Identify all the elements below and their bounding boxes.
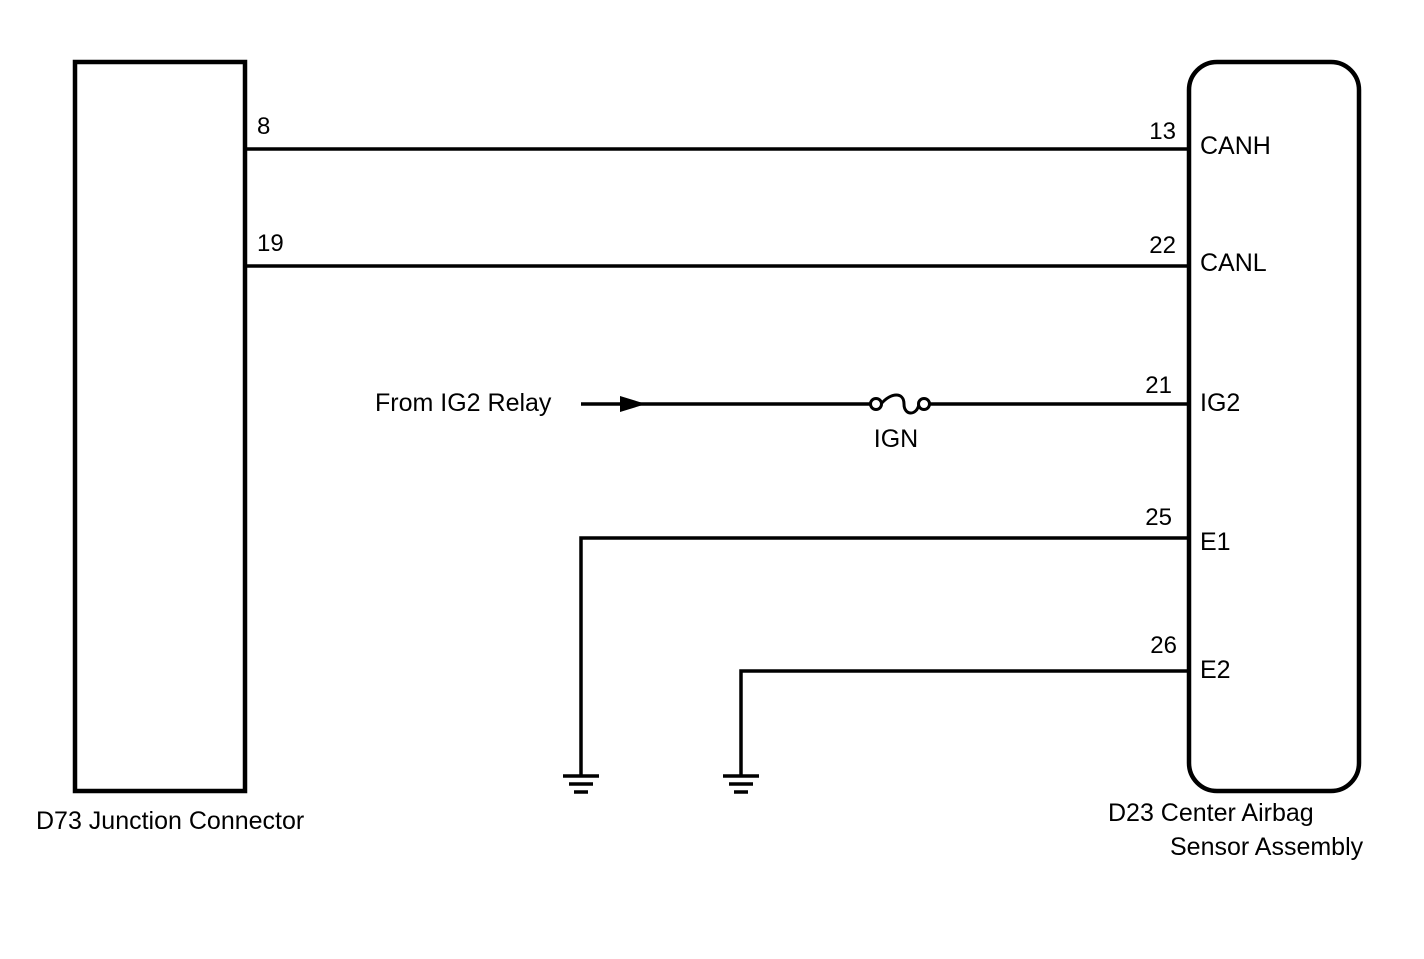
ground-icon bbox=[563, 774, 599, 794]
junction-connector-label: D73 Junction Connector bbox=[36, 807, 304, 835]
canh-signal-label: CANH bbox=[1200, 132, 1271, 160]
right-pin-13: 13 bbox=[1149, 118, 1176, 145]
airbag-sensor-label-line1: D23 Center Airbag bbox=[1108, 799, 1314, 827]
left-pin-19: 19 bbox=[257, 230, 284, 257]
ig2-relay-source-label: From IG2 Relay bbox=[375, 389, 552, 417]
right-pin-25: 25 bbox=[1145, 504, 1172, 531]
ig2-signal-label: IG2 bbox=[1200, 389, 1240, 417]
fuse-icon bbox=[869, 393, 931, 415]
airbag-sensor-label-line2: Sensor Assembly bbox=[1170, 833, 1364, 861]
right-pin-26: 26 bbox=[1150, 632, 1177, 659]
right-pin-21: 21 bbox=[1145, 372, 1172, 399]
e1-ground-wire: 25 E1 bbox=[563, 504, 1231, 794]
e2-signal-label: E2 bbox=[1200, 656, 1231, 684]
airbag-sensor-box bbox=[1186, 59, 1362, 794]
ground-icon bbox=[723, 774, 759, 794]
fuse-label: IGN bbox=[874, 425, 918, 453]
canl-wire: 19 22 CANL bbox=[245, 230, 1267, 277]
e1-signal-label: E1 bbox=[1200, 528, 1231, 556]
canl-signal-label: CANL bbox=[1200, 249, 1267, 277]
ig2-power-wire: From IG2 Relay IGN 21 IG2 bbox=[375, 372, 1240, 453]
junction-connector-box bbox=[72, 59, 248, 794]
arrow-right-icon bbox=[620, 396, 646, 412]
e2-ground-wire: 26 E2 bbox=[723, 632, 1231, 794]
canh-wire: 8 13 CANH bbox=[245, 113, 1271, 160]
right-pin-22: 22 bbox=[1149, 232, 1176, 259]
left-pin-8: 8 bbox=[257, 113, 270, 140]
